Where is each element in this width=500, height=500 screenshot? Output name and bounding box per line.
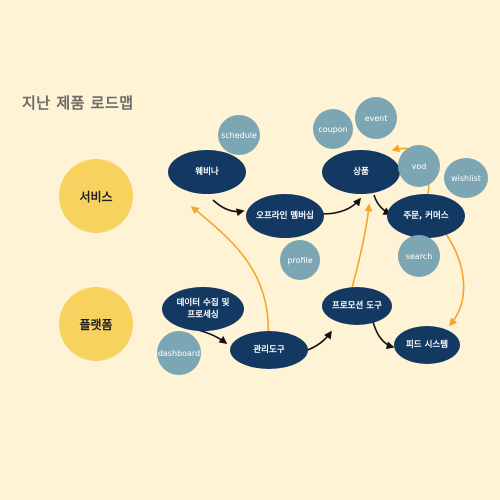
arrow-webinar-to-membership	[212, 199, 245, 217]
category-platform: 플랫폼	[59, 287, 133, 361]
tag-vod: vod	[398, 145, 440, 187]
tag-coupon: coupon	[313, 109, 353, 149]
node-offline-membership: 오프라인 멤버십	[246, 194, 324, 238]
arrow-promotion-to-feed	[371, 317, 395, 350]
node-admin-tool: 관리도구	[230, 331, 308, 369]
node-data-processing: 데이터 수집 및 프로세싱	[162, 287, 244, 331]
tag-dashboard: dashboard	[157, 331, 201, 375]
node-webinar: 웨비나	[168, 150, 246, 194]
node-product: 상품	[322, 150, 400, 194]
arrow-membership-to-product	[321, 197, 362, 215]
node-promotion-tool: 프로모션 도구	[322, 287, 392, 325]
arrow-promotion-to-product	[351, 203, 373, 289]
arrow-feed-from-order	[443, 230, 465, 327]
page-title: 지난 제품 로드맵	[22, 94, 134, 112]
tag-profile: profile	[280, 240, 320, 280]
arrow-admin-to-promotion	[304, 330, 332, 352]
tag-event: event	[355, 97, 397, 139]
node-feed-system: 피드 시스템	[394, 326, 460, 364]
tag-search: search	[398, 235, 440, 277]
tag-wishlist: wishlist	[444, 158, 488, 198]
category-service: 서비스	[59, 159, 133, 233]
node-order-commerce: 주문, 커머스	[387, 194, 465, 238]
arrow-data-to-admin	[197, 329, 228, 344]
tag-schedule: schedule	[218, 115, 260, 155]
